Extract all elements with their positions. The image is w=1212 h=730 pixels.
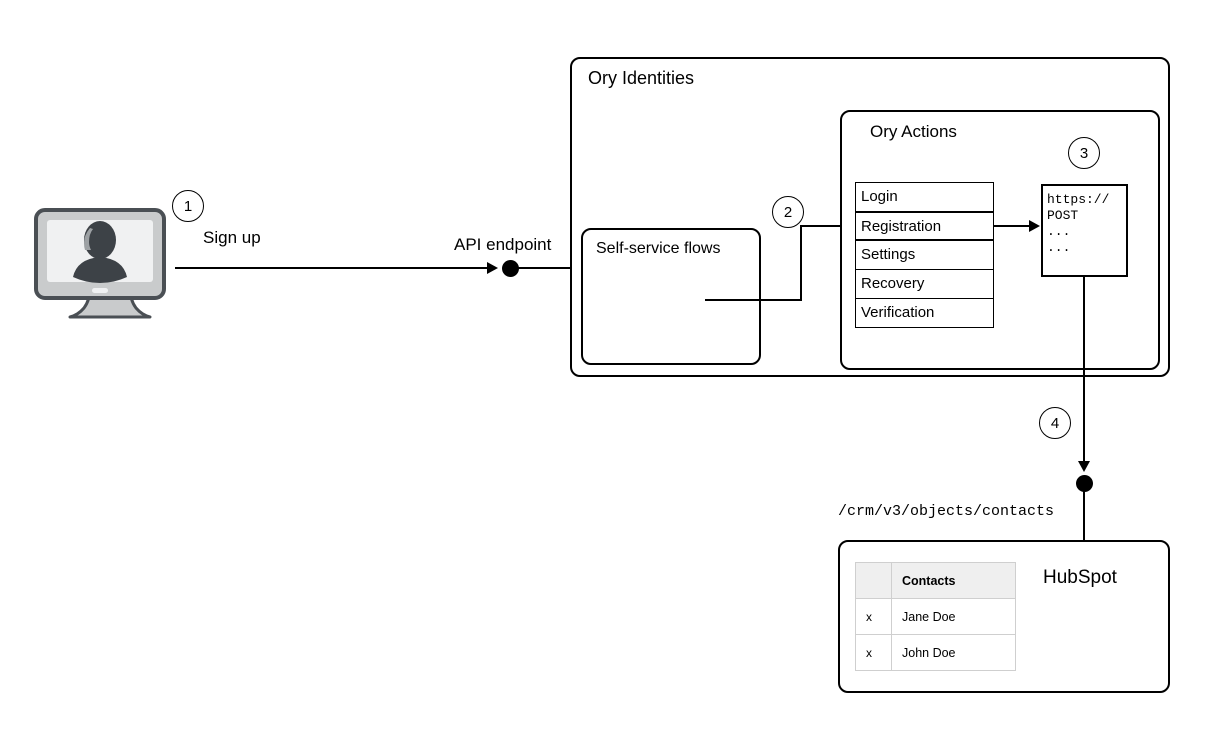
flow-list-item-login[interactable]: Login — [855, 182, 994, 212]
registration-to-webhook-line — [994, 225, 1029, 227]
flow-list-item-registration[interactable]: Registration — [855, 211, 994, 241]
hubspot-endpoint-path: /crm/v3/objects/contacts — [838, 503, 1055, 520]
user-monitor-icon — [34, 208, 166, 322]
flow-list-item-label: Registration — [861, 218, 942, 235]
webhook-config-box — [1041, 184, 1128, 277]
registration-to-webhook-arrowhead — [1029, 219, 1040, 232]
table-row[interactable]: x Jane Doe — [855, 598, 1016, 635]
table-row[interactable]: x John Doe — [855, 634, 1016, 671]
step-badge-2: 2 — [772, 196, 804, 228]
step-badge-3: 3 — [1068, 137, 1100, 169]
sign-up-arrow-line — [175, 267, 487, 269]
ory-identities-title: Ory Identities — [588, 68, 695, 88]
flow-list-item-verification[interactable]: Verification — [855, 298, 994, 328]
self-service-flows-box — [581, 228, 761, 365]
table-header-blank — [855, 562, 892, 599]
table-header-contacts: Contacts — [891, 562, 1016, 599]
ory-actions-title: Ory Actions — [870, 122, 957, 141]
hubspot-title: HubSpot — [1043, 567, 1117, 588]
webhook-config-line-3: ... — [1047, 224, 1071, 239]
table-cell-name: Jane Doe — [891, 598, 1016, 635]
flow-list-item-label: Verification — [861, 304, 935, 321]
sign-up-label: Sign up — [203, 228, 261, 247]
step4-connector-line — [1083, 277, 1085, 463]
table-header-row: Contacts — [855, 562, 1016, 599]
flow-list-item-label: Recovery — [861, 275, 925, 292]
flow-list-item-recovery[interactable]: Recovery — [855, 269, 994, 299]
api-endpoint-stub-line — [516, 267, 574, 269]
step-badge-1: 1 — [172, 190, 204, 222]
step-badge-4: 4 — [1039, 407, 1071, 439]
hubspot-connector-dot — [1076, 475, 1093, 492]
flow-list-item-label: Settings — [861, 246, 916, 263]
webhook-config-line-4: ... — [1047, 240, 1071, 255]
hubspot-contacts-table: Contacts x Jane Doe x John Doe — [855, 562, 1016, 671]
webhook-config-line-2: POST — [1047, 208, 1079, 223]
step4-arrowhead — [1077, 461, 1090, 472]
table-cell-name: John Doe — [891, 634, 1016, 671]
sign-up-arrowhead — [487, 261, 498, 274]
ory-flow-list: Login Registration Settings Recovery Ver… — [855, 182, 994, 328]
api-endpoint-label: API endpoint — [454, 235, 552, 254]
table-cell-flag: x — [855, 634, 892, 671]
api-endpoint-dot — [502, 260, 519, 277]
flow-list-item-settings[interactable]: Settings — [855, 240, 994, 270]
hubspot-connector-line — [1083, 487, 1085, 543]
step2-connector-segment-1 — [705, 299, 802, 301]
flow-list-item-label: Login — [861, 188, 898, 205]
self-service-flows-title: Self-service flows — [596, 240, 721, 257]
table-cell-flag: x — [855, 598, 892, 635]
step2-connector-segment-2 — [800, 225, 802, 301]
webhook-config-line-1: https:// — [1047, 192, 1110, 207]
step2-connector-segment-3 — [800, 225, 843, 227]
